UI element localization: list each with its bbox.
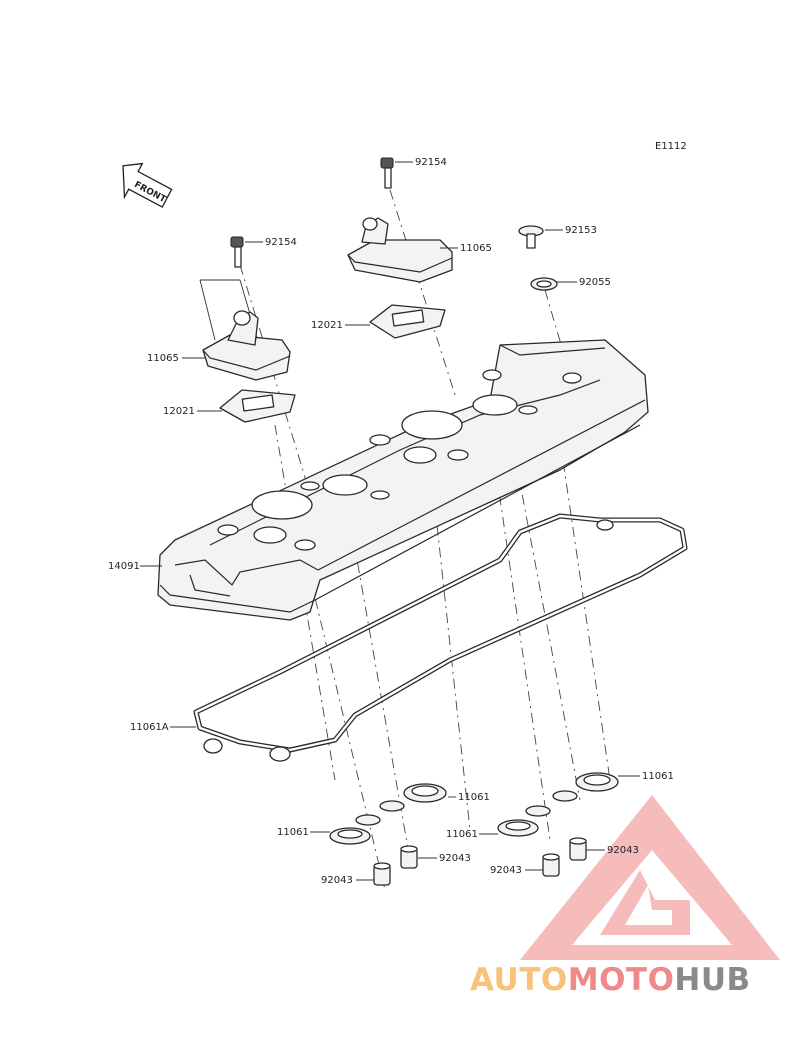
watermark-logo-icon (520, 795, 780, 960)
brand-part-hub: HUB (674, 962, 751, 998)
label-14091: 14091 (108, 561, 140, 572)
breather-cover-right (347, 217, 453, 283)
watermark-brand: AUTOMOTOHUB (470, 962, 751, 998)
cylinder-head-cover (157, 339, 649, 621)
label-92154-top: 92154 (415, 157, 447, 168)
figure-code: E1112 (655, 141, 687, 152)
label-92055: 92055 (579, 277, 611, 288)
breather-cover-left (202, 310, 291, 381)
grommet-right (369, 304, 446, 339)
label-12021-right: 12021 (311, 320, 343, 331)
label-11061-2: 11061 (642, 771, 674, 782)
label-92153: 92153 (565, 225, 597, 236)
collar-2 (400, 845, 418, 869)
collar-1 (373, 862, 391, 886)
label-92154-left: 92154 (265, 237, 297, 248)
label-11061A: 11061A (130, 722, 169, 733)
label-92043-2: 92043 (321, 875, 353, 886)
label-92043-3: 92043 (490, 865, 522, 876)
brand-part-moto: MOTO (567, 962, 675, 998)
label-11065-left: 11065 (147, 353, 179, 364)
label-92043-4: 92043 (607, 845, 639, 856)
label-11061-1: 11061 (458, 792, 490, 803)
grommet-left (219, 389, 296, 423)
label-11065-right: 11065 (460, 243, 492, 254)
collar-4 (569, 837, 587, 861)
plug-gasket-group-left (329, 783, 447, 845)
front-arrow-icon: FRONT (122, 162, 173, 208)
washer-92055 (530, 277, 558, 291)
head-cover-gasket (193, 513, 688, 762)
bolt-92153-right (518, 225, 544, 249)
label-12021-left: 12021 (163, 406, 195, 417)
label-92043-1: 92043 (439, 853, 471, 864)
label-11061-4: 11061 (446, 829, 478, 840)
plug-gasket-group-right (497, 772, 619, 837)
bolt-92154-left (230, 236, 244, 268)
collar-3 (542, 853, 560, 877)
bolt-92154-top (380, 157, 394, 189)
part-labels: 92154 92154 92153 92055 11065 11065 1202… (108, 157, 674, 886)
leader-lines (140, 161, 640, 881)
brand-part-auto: AUTO (470, 962, 568, 998)
label-11061-3: 11061 (277, 827, 309, 838)
